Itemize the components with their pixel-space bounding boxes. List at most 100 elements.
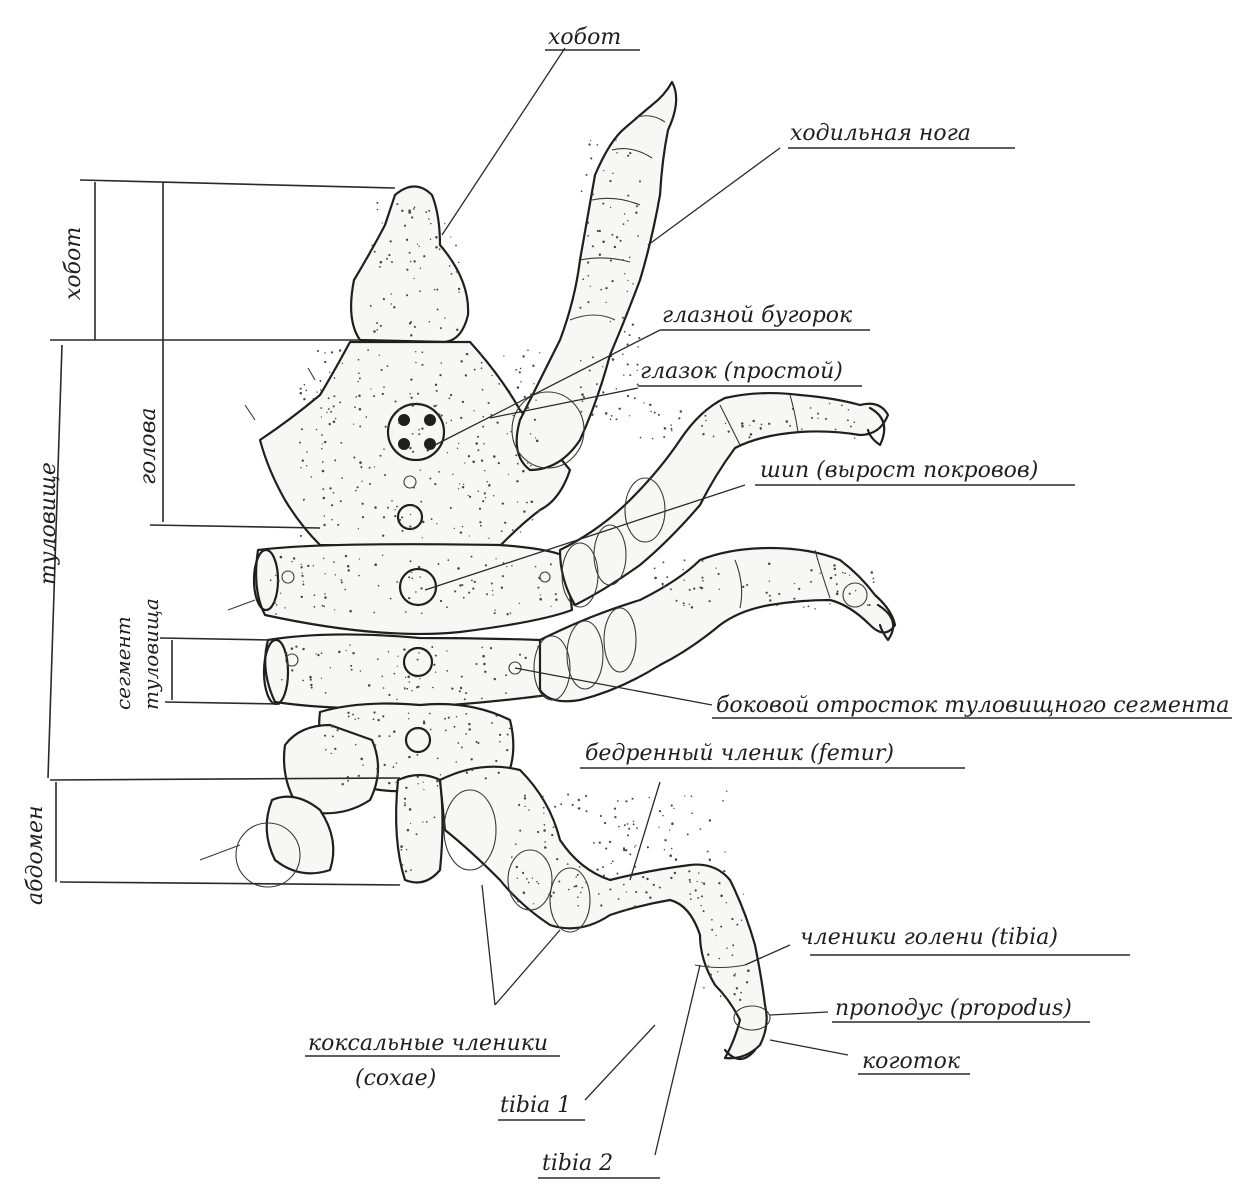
stipple-dot <box>417 659 419 661</box>
stipple-dot <box>409 252 411 254</box>
stipple-dot <box>323 524 325 526</box>
stipple-dot <box>396 506 398 508</box>
stipple-dot <box>507 734 509 736</box>
stipple-dot <box>495 760 497 762</box>
stipple-dot <box>373 711 375 713</box>
stipple-dot <box>417 243 418 244</box>
stipple-dot <box>533 903 534 904</box>
stipple-dot <box>555 593 557 595</box>
stipple-dot <box>383 386 385 388</box>
stipple-dot <box>605 302 606 303</box>
stipple-dot <box>333 405 335 407</box>
stipple-dot <box>680 410 682 412</box>
stipple-dot <box>600 289 602 291</box>
stipple-dot <box>463 597 465 599</box>
stipple-dot <box>691 795 693 797</box>
stipple-dot <box>280 593 281 594</box>
stipple-dot <box>481 367 483 369</box>
stipple-dot <box>507 433 508 434</box>
stipple-dot <box>596 868 598 870</box>
stipple-dot <box>711 929 713 931</box>
stipple-dot <box>539 352 540 353</box>
stipple-dot <box>488 484 490 486</box>
stipple-dot <box>484 671 486 673</box>
stipple-dot <box>715 567 716 568</box>
stipple-dot <box>701 577 703 579</box>
stipple-dot <box>341 579 343 581</box>
stipple-dot <box>330 411 332 413</box>
stipple-dot <box>611 280 613 282</box>
stipple-dot <box>720 926 722 928</box>
stipple-dot <box>423 722 426 725</box>
stipple-dot <box>519 371 521 373</box>
stipple-dot <box>324 735 326 737</box>
stipple-dot <box>280 556 283 559</box>
stipple-dot <box>511 565 512 566</box>
stipple-dot <box>412 528 414 530</box>
stipple-dot <box>600 815 602 817</box>
stipple-dot <box>333 561 335 563</box>
stipple-dot <box>627 834 629 836</box>
stipple-dot <box>683 605 684 606</box>
stipple-dot <box>705 420 706 421</box>
stipple-dot <box>631 798 633 800</box>
label-tibia-segments: членики голени (tibia) <box>800 925 1058 950</box>
stipple-dot <box>477 436 479 438</box>
stipple-dot <box>654 568 656 570</box>
stipple-dot <box>419 290 421 292</box>
stipple-dot <box>614 246 616 248</box>
stipple-dot <box>291 669 293 671</box>
stipple-dot <box>618 898 620 900</box>
stipple-dot <box>518 804 520 806</box>
stipple-dot <box>683 602 685 604</box>
stipple-dot <box>408 597 410 599</box>
stipple-dot <box>275 575 276 576</box>
stipple-dot <box>567 794 569 796</box>
stipple-dot <box>382 715 384 717</box>
stipple-dot <box>792 408 794 410</box>
stipple-dot <box>634 905 636 907</box>
stipple-dot <box>393 766 395 768</box>
stipple-dot <box>388 694 390 696</box>
stipple-dot <box>380 455 382 457</box>
stipple-dot <box>515 843 517 845</box>
stipple-dot <box>544 841 546 843</box>
stipple-dot <box>709 819 711 821</box>
walking-leg-4 <box>440 767 767 1059</box>
stipple-dot <box>603 875 605 877</box>
stipple-dot <box>401 530 403 532</box>
stipple-dot <box>407 829 410 832</box>
stipple-dot <box>535 437 536 438</box>
stipple-dot <box>647 846 649 848</box>
stipple-dot <box>481 647 483 649</box>
stipple-dot <box>316 391 317 392</box>
stipple-dot <box>320 389 321 390</box>
stipple-dot <box>632 283 633 284</box>
stipple-dot <box>420 267 421 268</box>
stipple-dot <box>527 406 529 408</box>
stipple-dot <box>310 679 312 681</box>
stipple-dot <box>520 368 522 370</box>
stipple-dot <box>627 155 629 157</box>
stipple-dot <box>539 598 542 601</box>
stipple-dot <box>602 391 604 393</box>
stipple-dot <box>463 484 464 485</box>
stipple-dot <box>653 884 655 886</box>
stipple-dot <box>617 873 619 875</box>
stipple-dot <box>358 381 359 382</box>
stipple-dot <box>722 800 724 802</box>
stipple-dot <box>536 881 538 883</box>
stipple-dot <box>659 810 661 812</box>
stipple-dot <box>435 236 438 239</box>
stipple-dot <box>698 872 699 873</box>
stipple-dot <box>743 894 744 895</box>
stipple-dot <box>274 602 276 604</box>
stipple-dot <box>347 776 349 778</box>
stipple-dot <box>277 580 279 582</box>
stipple-dot <box>637 235 639 237</box>
stipple-dot <box>301 564 302 565</box>
stipple-dot <box>522 470 525 473</box>
stipple-dot <box>719 958 721 960</box>
stipple-dot <box>410 261 412 263</box>
stipple-dot <box>817 413 819 415</box>
